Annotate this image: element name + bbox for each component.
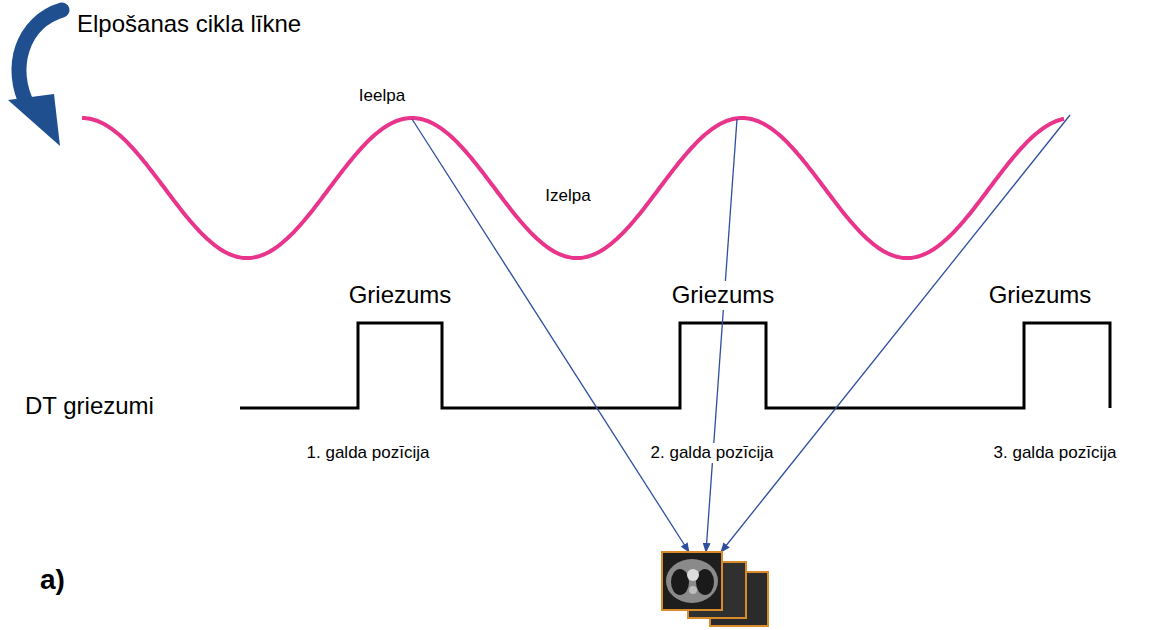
- curve-title: Elpošanas cikla līkne: [75, 10, 303, 39]
- slice-label: Griezums: [670, 281, 777, 310]
- row-label: DT griezumi: [23, 392, 156, 421]
- phase-label: Ieelpa: [357, 86, 407, 106]
- ct-image-stack: [662, 552, 768, 626]
- leader-arrow: [706, 119, 737, 552]
- curved-arrow-head: [8, 94, 60, 146]
- ct-slice-signal: [240, 323, 1110, 408]
- curved-arrow: [19, 10, 62, 106]
- table-position: 3. galda pozīcija: [992, 443, 1119, 463]
- table-position: 1. galda pozīcija: [305, 443, 432, 463]
- panel-letter: a): [38, 563, 67, 597]
- slice-label: Griezums: [347, 281, 454, 310]
- slice-label: Griezums: [987, 281, 1094, 310]
- leader-arrow: [721, 115, 1070, 552]
- table-position: 2. galda pozīcija: [649, 443, 776, 463]
- leader-arrow: [412, 119, 689, 552]
- phase-label: Izelpa: [543, 186, 592, 206]
- breathing-curve: [82, 118, 1064, 258]
